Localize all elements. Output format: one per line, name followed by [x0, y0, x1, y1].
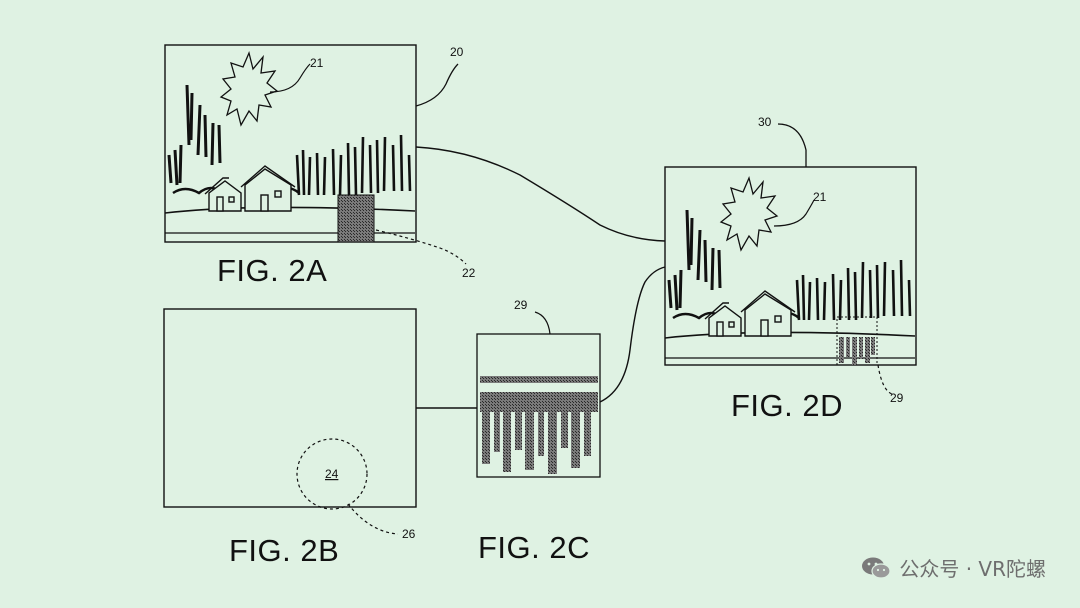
fig-2d-label: FIG. 2D: [731, 388, 843, 423]
fig-2a-scene: [165, 51, 416, 242]
fig-2c-texture: [480, 392, 598, 474]
watermark: 公众号 · VR陀螺: [861, 553, 1046, 582]
ref-29-c: 29: [514, 298, 528, 312]
fig-2d-scene: [665, 176, 916, 365]
fig-2a-label: FIG. 2A: [217, 253, 327, 288]
figure-2d: 30 21 29 FIG. 2D: [664, 115, 917, 423]
ref-24: 24: [325, 467, 339, 481]
watermark-text: 公众号 · VR陀螺: [899, 557, 1046, 581]
figure-2a: FIG. 2A 20 21 22: [164, 44, 476, 288]
fig-2b-label: FIG. 2B: [229, 533, 339, 568]
ref-30: 30: [758, 115, 772, 129]
ref-20: 20: [450, 45, 464, 59]
ref-21-a: 21: [310, 56, 324, 70]
fig-2c-band: [480, 376, 598, 383]
ref-26: 26: [402, 527, 416, 541]
ref-21-d: 21: [813, 190, 827, 204]
connectors: [415, 146, 666, 409]
wechat-icon: [862, 557, 891, 579]
figure-2b: 24 26 FIG. 2B: [163, 308, 417, 568]
fig-2b-circle: [296, 438, 368, 510]
figure-2c: 29 FIG. 2C: [476, 298, 601, 565]
fig-2c-label: FIG. 2C: [478, 530, 590, 565]
ref-22: 22: [462, 266, 476, 280]
fig-2b-frame: [163, 308, 417, 508]
ref-29-d: 29: [890, 391, 904, 405]
fig-2a-patch: [337, 194, 375, 242]
